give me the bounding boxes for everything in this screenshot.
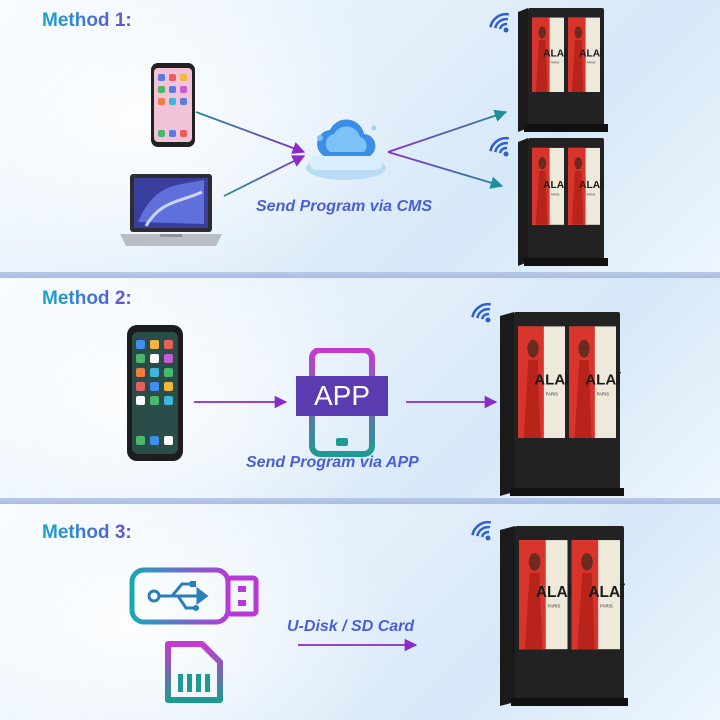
kiosk-screen: ALAÏ PARIS <box>569 326 621 438</box>
arrow-laptop-to-cloud <box>223 155 306 197</box>
divider <box>0 272 720 278</box>
method-2-title: Method 2: <box>42 288 132 309</box>
app-icon: APP <box>296 347 388 458</box>
screen-subbrand: PARIS <box>551 61 560 65</box>
screen-brand: ALAÏ <box>579 178 604 191</box>
kiosk-screen: ALAÏ PARIS <box>532 147 568 225</box>
kiosk-screen: ALAÏ PARIS <box>568 17 604 93</box>
kiosk-display-1: ALAÏ PARIS ALAÏ PARIS <box>489 8 608 132</box>
kiosk-screen: ALAÏ PARIS <box>571 540 625 650</box>
screen-subbrand: PARIS <box>587 193 596 197</box>
screen-subbrand: PARIS <box>597 392 610 397</box>
usb-drive-icon <box>129 567 259 625</box>
smartphone-icon <box>127 325 183 461</box>
screen-subbrand: PARIS <box>548 604 561 609</box>
method-1-title: Method 1: <box>42 10 132 31</box>
wifi-icon <box>489 136 509 157</box>
method-1-caption: Send Program via CMS <box>256 198 433 215</box>
screen-subbrand: PARIS <box>600 604 613 609</box>
sd-card-icon <box>165 641 223 703</box>
divider <box>0 498 720 504</box>
method-3-title: Method 3: <box>42 522 132 543</box>
kiosk-screen: ALAÏ PARIS <box>568 147 604 225</box>
kiosk-screen: ALAÏ PARIS <box>518 326 570 438</box>
kiosk-display-2: ALAÏ PARIS ALAÏ PARIS <box>489 136 608 266</box>
screen-brand: ALAÏ <box>579 46 604 59</box>
wifi-icon <box>471 302 491 323</box>
kiosk-display-3: ALAÏ PARIS ALAÏ PARIS <box>471 302 624 496</box>
kiosk-display-4: ALAÏ PARIS ALAÏ PARIS <box>471 520 628 706</box>
method-3-caption: U-Disk / SD Card <box>287 618 415 635</box>
screen-subbrand: PARIS <box>551 193 560 197</box>
screen-brand: ALAÏ <box>543 46 568 59</box>
arrow-phone-to-cloud <box>195 111 306 154</box>
smartphone-icon <box>151 63 195 147</box>
wifi-icon <box>489 12 509 33</box>
wifi-icon <box>471 520 491 541</box>
laptop-icon <box>120 174 222 246</box>
kiosk-screen: ALAÏ PARIS <box>532 17 568 93</box>
screen-subbrand: PARIS <box>587 61 596 65</box>
screen-subbrand: PARIS <box>546 392 559 397</box>
arrow-cloud-to-kiosk-2 <box>387 151 504 189</box>
screen-brand: ALAÏ <box>536 584 573 601</box>
screen-brand: ALAÏ <box>588 584 625 601</box>
method-2-caption: Send Program via APP <box>246 454 419 471</box>
screen-brand: ALAÏ <box>534 371 570 388</box>
screen-brand: ALAÏ <box>543 178 568 191</box>
arrow-cloud-to-kiosk-1 <box>387 109 508 153</box>
screen-brand: ALAÏ <box>585 371 621 388</box>
app-icon-label: APP <box>313 380 371 411</box>
cloud-icon <box>306 119 386 180</box>
kiosk-screen: ALAÏ PARIS <box>519 540 573 650</box>
